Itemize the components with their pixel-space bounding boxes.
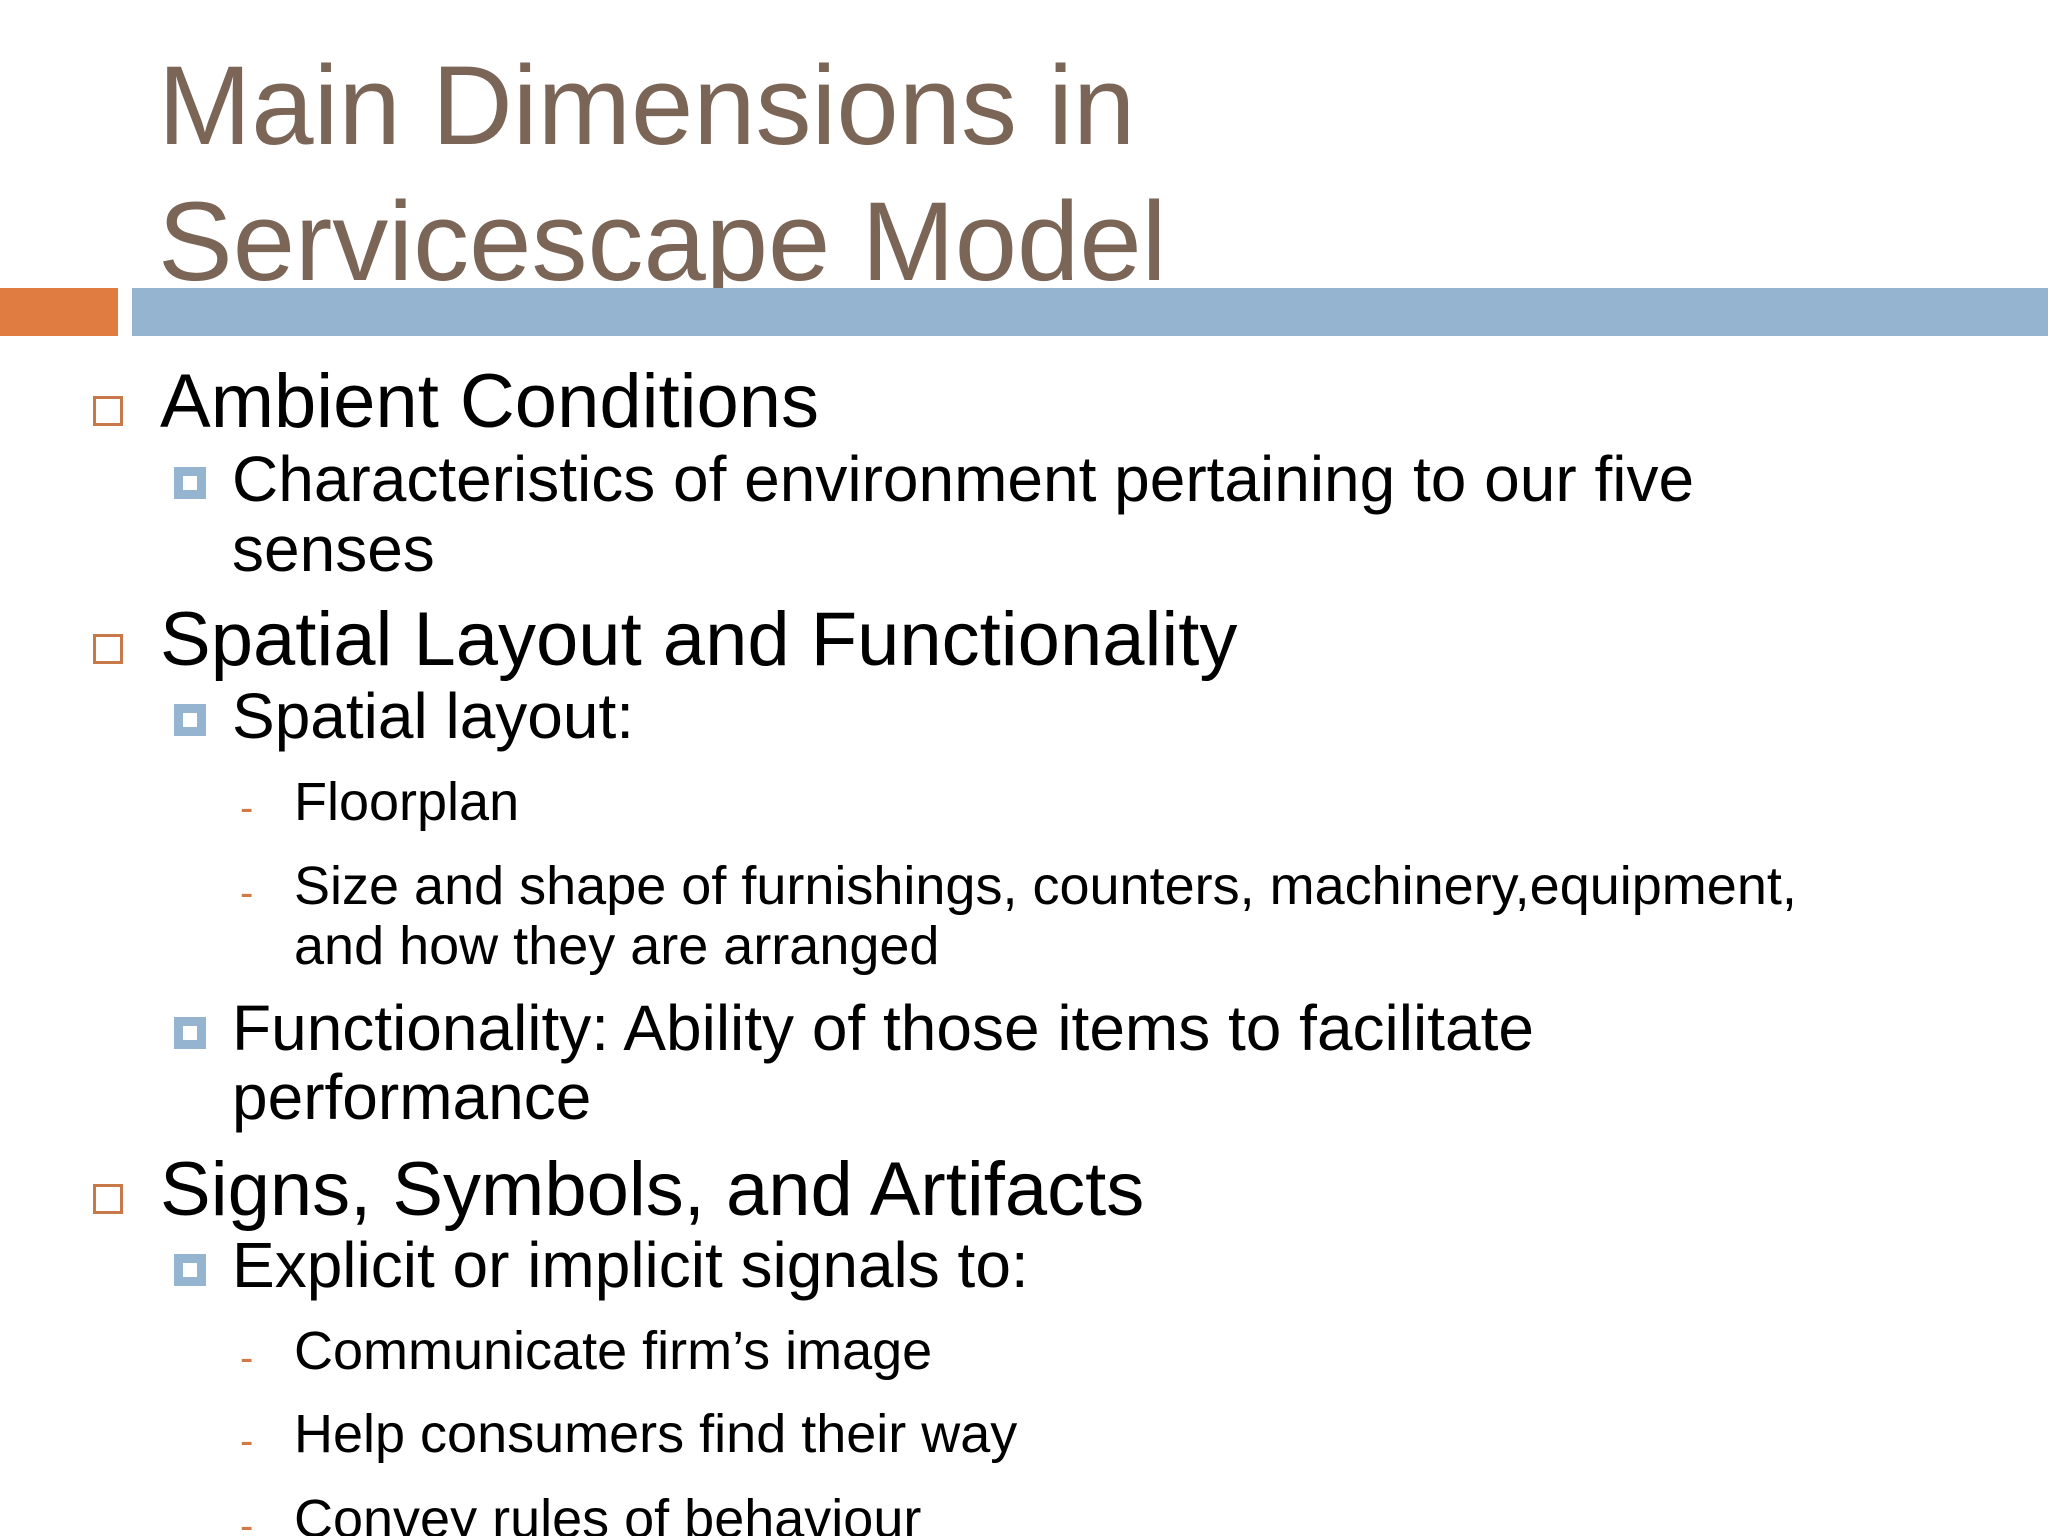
square-outline-icon <box>93 634 123 664</box>
item-communicate-image: Communicate firm’s image <box>294 1321 933 1381</box>
bullet-ambient-conditions: Ambient Conditions <box>160 359 820 444</box>
dash-icon: - <box>240 1504 254 1536</box>
square-outline-icon <box>93 1184 123 1214</box>
square-filled-icon <box>174 704 206 736</box>
dash-icon: - <box>240 1419 254 1463</box>
square-filled-icon <box>174 1254 206 1286</box>
dash-icon: - <box>240 1336 254 1380</box>
sub-bullet-functionality-line-2: performance <box>232 1061 592 1133</box>
square-filled-icon <box>174 1017 206 1049</box>
sub-bullet-functionality-line-1: Functionality: Ability of those items to… <box>232 992 1534 1064</box>
accent-bar-orange <box>0 288 118 336</box>
item-size-shape-line-2: and how they are arranged <box>294 916 940 976</box>
item-floorplan: Floorplan <box>294 772 520 832</box>
sub-bullet-explicit-implicit: Explicit or implicit signals to: <box>232 1229 1029 1301</box>
bullet-signs-symbols: Signs, Symbols, and Artifacts <box>160 1147 1145 1232</box>
item-convey-rules: Convey rules of behaviour <box>294 1489 922 1536</box>
square-filled-icon <box>174 467 206 499</box>
slide-title-line-1: Main Dimensions in <box>158 43 1136 168</box>
sub-bullet-characteristics-line-2: senses <box>232 513 435 585</box>
item-help-find-way: Help consumers find their way <box>294 1404 1018 1464</box>
slide-title: Main Dimensions in Servicescape Model <box>158 38 1858 310</box>
accent-bar-blue <box>132 288 2048 336</box>
dash-icon: - <box>240 786 254 830</box>
square-outline-icon <box>93 396 123 426</box>
item-size-shape-line-1: Size and shape of furnishings, counters,… <box>294 856 1797 916</box>
bullet-spatial-layout: Spatial Layout and Functionality <box>160 597 1238 682</box>
sub-bullet-spatial-layout: Spatial layout: <box>232 680 635 752</box>
slide-title-line-2: Servicescape Model <box>158 179 1167 304</box>
sub-bullet-characteristics-line-1: Characteristics of environment pertainin… <box>232 443 1695 515</box>
dash-icon: - <box>240 871 254 915</box>
